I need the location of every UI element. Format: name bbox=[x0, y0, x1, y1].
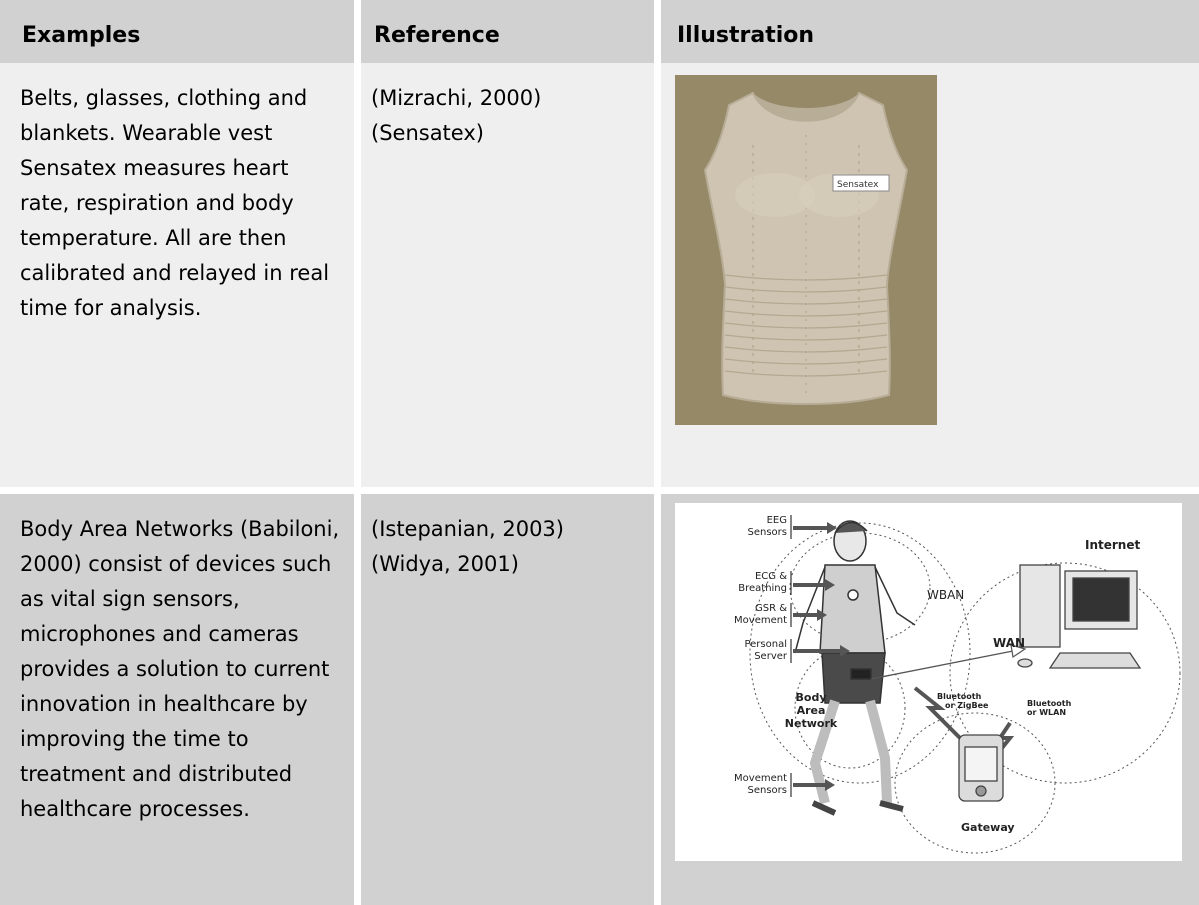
svg-text:or WLAN: or WLAN bbox=[1027, 708, 1066, 717]
row2-references: (Istepanian, 2003) (Widya, 2001) bbox=[361, 494, 654, 905]
runner-figure bbox=[794, 520, 916, 816]
svg-text:Sensatex: Sensatex bbox=[837, 180, 879, 190]
row2-reference-2: (Widya, 2001) bbox=[371, 552, 519, 576]
svg-text:Area: Area bbox=[797, 704, 826, 717]
svg-text:or ZigBee: or ZigBee bbox=[945, 701, 989, 710]
row1-reference-1: (Mizrachi, 2000) bbox=[371, 86, 542, 110]
sensatex-vest-image: Sensatex bbox=[675, 75, 937, 425]
body-area-network-diagram: EEG Sensors ECG & Breathing GSR & Moveme… bbox=[675, 503, 1182, 861]
svg-text:Gateway: Gateway bbox=[961, 821, 1015, 834]
row1-references: (Mizrachi, 2000) (Sensatex) bbox=[361, 63, 654, 487]
svg-text:Bluetooth: Bluetooth bbox=[1027, 699, 1072, 708]
svg-text:GSR &: GSR & bbox=[755, 603, 787, 614]
svg-text:Sensors: Sensors bbox=[748, 527, 788, 538]
header-reference: Reference bbox=[361, 0, 654, 63]
svg-text:Internet: Internet bbox=[1085, 538, 1140, 552]
row2-example-text: Body Area Networks (Babiloni, 2000) cons… bbox=[0, 494, 354, 905]
row2-reference-1: (Istepanian, 2003) bbox=[371, 517, 564, 541]
header-examples: Examples bbox=[0, 0, 354, 63]
computer-icon bbox=[1017, 564, 1142, 669]
pda-icon bbox=[958, 734, 1004, 802]
svg-text:WBAN: WBAN bbox=[927, 588, 964, 602]
svg-text:Personal: Personal bbox=[744, 639, 787, 650]
row2-illustration-cell: EEG Sensors ECG & Breathing GSR & Moveme… bbox=[661, 494, 1199, 905]
row1-reference-2: (Sensatex) bbox=[371, 121, 484, 145]
row1-illustration-cell: Sensatex bbox=[661, 63, 1199, 487]
svg-text:Breathing: Breathing bbox=[738, 583, 787, 594]
svg-text:Movement: Movement bbox=[734, 615, 787, 626]
svg-text:Movement: Movement bbox=[734, 773, 787, 784]
svg-text:EEG: EEG bbox=[767, 515, 787, 526]
svg-text:ECG &: ECG & bbox=[755, 571, 787, 582]
svg-text:Body: Body bbox=[796, 691, 827, 704]
svg-text:Sensors: Sensors bbox=[748, 785, 788, 796]
svg-text:Bluetooth: Bluetooth bbox=[937, 692, 982, 701]
svg-text:Network: Network bbox=[785, 717, 838, 730]
svg-text:WAN: WAN bbox=[993, 636, 1025, 650]
svg-text:Server: Server bbox=[754, 651, 788, 662]
row1-example-text: Belts, glasses, clothing and blankets. W… bbox=[0, 63, 354, 487]
header-illustration: Illustration bbox=[661, 0, 1199, 63]
